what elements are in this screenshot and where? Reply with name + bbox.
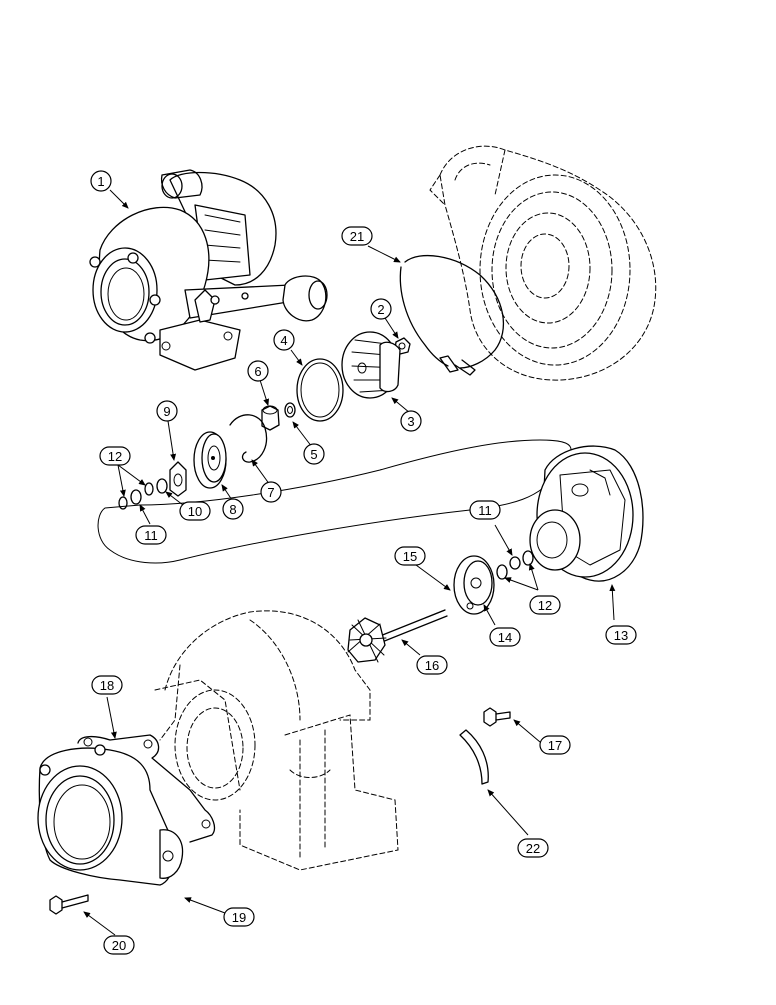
part-18-gasket bbox=[77, 734, 216, 843]
svg-text:1: 1 bbox=[97, 174, 104, 189]
callout-4: 4 bbox=[273, 329, 295, 351]
callout-22: 22 bbox=[517, 838, 549, 858]
turbocharger-assembly bbox=[89, 169, 328, 371]
svg-text:4: 4 bbox=[280, 333, 287, 348]
svg-text:20: 20 bbox=[112, 938, 126, 953]
part-10-washer bbox=[156, 478, 168, 494]
svg-text:17: 17 bbox=[548, 738, 562, 753]
part-13-center-housing bbox=[529, 445, 644, 582]
svg-text:7: 7 bbox=[267, 485, 274, 500]
callout-12b: 12 bbox=[529, 595, 561, 615]
part-19-exhaust-elbow bbox=[37, 744, 184, 886]
svg-text:5: 5 bbox=[310, 447, 317, 462]
callout-10: 10 bbox=[179, 501, 211, 521]
svg-text:18: 18 bbox=[100, 678, 114, 693]
callout-3: 3 bbox=[400, 410, 422, 432]
callout-21: 21 bbox=[341, 226, 373, 246]
svg-text:8: 8 bbox=[229, 502, 236, 517]
group-outline bbox=[97, 439, 572, 564]
callout-12a: 12 bbox=[99, 446, 131, 466]
callout-19: 19 bbox=[223, 907, 255, 927]
turbine-housing-outline bbox=[154, 610, 399, 871]
callout-7: 7 bbox=[260, 481, 282, 503]
callout-15: 15 bbox=[394, 546, 426, 566]
rings-left bbox=[118, 482, 154, 510]
callout-8: 8 bbox=[222, 498, 244, 520]
leader-lines bbox=[83, 189, 616, 936]
part-8-thrust-plate bbox=[193, 431, 227, 489]
svg-text:13: 13 bbox=[614, 628, 628, 643]
svg-text:15: 15 bbox=[403, 549, 417, 564]
svg-text:9: 9 bbox=[163, 404, 170, 419]
svg-text:2: 2 bbox=[377, 302, 384, 317]
part-7-snap-ring bbox=[229, 414, 268, 463]
svg-text:19: 19 bbox=[232, 910, 246, 925]
part-6-sleeve bbox=[261, 405, 280, 431]
svg-text:6: 6 bbox=[254, 364, 261, 379]
part-3-compressor-wheel bbox=[341, 331, 401, 399]
callout-6: 6 bbox=[247, 360, 269, 382]
svg-text:12: 12 bbox=[108, 449, 122, 464]
part-22-clamp bbox=[459, 729, 489, 785]
callout-17: 17 bbox=[539, 735, 571, 755]
callout-1: 1 bbox=[90, 170, 112, 192]
svg-text:3: 3 bbox=[407, 414, 414, 429]
callout-14: 14 bbox=[489, 627, 521, 647]
callout-2: 2 bbox=[370, 298, 392, 320]
callout-11a: 11 bbox=[135, 525, 167, 545]
part-14-seal-plate bbox=[453, 555, 495, 615]
part-20-bolt bbox=[49, 894, 89, 915]
part-4-o-ring bbox=[296, 358, 344, 422]
part-5-ring bbox=[284, 402, 296, 418]
svg-text:10: 10 bbox=[188, 504, 202, 519]
svg-text:11: 11 bbox=[478, 503, 492, 518]
callout-5: 5 bbox=[303, 443, 325, 465]
callout-18: 18 bbox=[91, 675, 123, 695]
callout-16: 16 bbox=[416, 655, 448, 675]
svg-text:14: 14 bbox=[498, 630, 512, 645]
compressor-housing-outline bbox=[429, 145, 657, 381]
svg-text:11: 11 bbox=[144, 528, 158, 543]
callout-11b: 11 bbox=[469, 500, 501, 520]
callout-20: 20 bbox=[103, 935, 135, 955]
svg-text:16: 16 bbox=[425, 658, 439, 673]
part-21-retaining-ring bbox=[399, 254, 505, 376]
svg-text:22: 22 bbox=[526, 841, 540, 856]
svg-text:12: 12 bbox=[538, 598, 552, 613]
callout-13: 13 bbox=[605, 625, 637, 645]
rings-right bbox=[496, 550, 534, 580]
callout-9: 9 bbox=[156, 400, 178, 422]
part-9-thrust-bearing bbox=[169, 461, 187, 497]
part-17-bolt bbox=[483, 707, 511, 727]
part-16-turbine-shaft bbox=[347, 609, 448, 663]
svg-text:21: 21 bbox=[350, 229, 364, 244]
